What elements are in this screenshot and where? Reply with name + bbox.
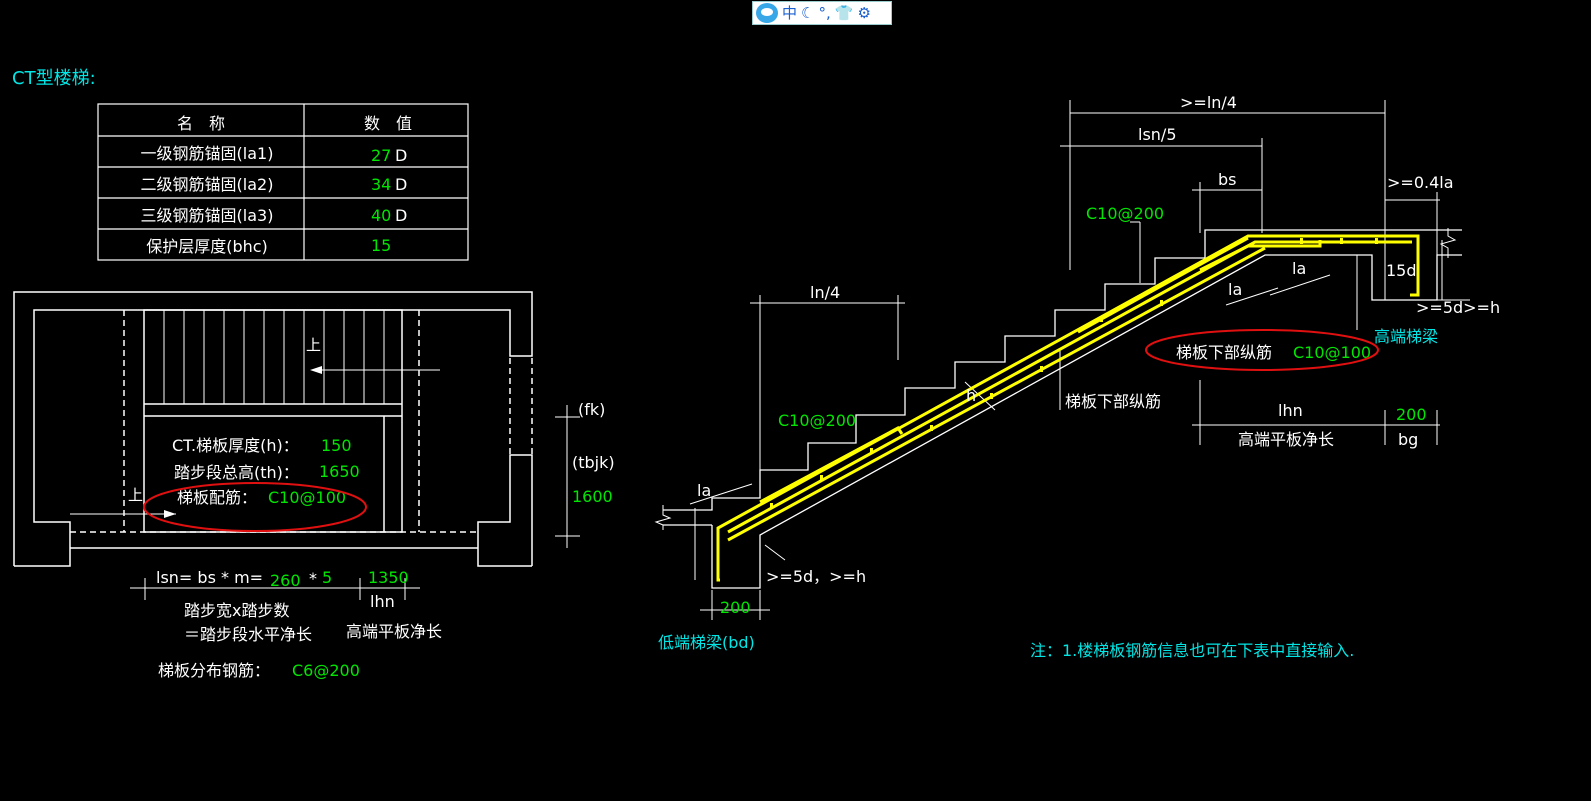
dist-value[interactable]: C6@200 xyxy=(292,661,360,680)
up-label: 上 xyxy=(306,336,321,354)
dim-5d-h-left: >=5d，>=h xyxy=(766,567,866,586)
rebar-left-value[interactable]: C10@200 xyxy=(778,411,856,430)
shirt-icon[interactable]: 👕 xyxy=(834,4,854,22)
up-label: 上 xyxy=(128,486,143,504)
times-sign: * xyxy=(309,569,317,588)
dim-la-left: la xyxy=(697,481,711,500)
m-value[interactable]: 5 xyxy=(322,568,332,587)
reinf-highlight xyxy=(143,482,367,532)
rebar xyxy=(716,234,1420,582)
dim-ln4-top: >=ln/4 xyxy=(1180,93,1237,112)
low-beam-label: 低端梯梁(bd) xyxy=(658,633,755,652)
table-row-value[interactable]: 15 xyxy=(371,236,391,255)
total-height-label: 踏步段总高(th)： xyxy=(174,463,299,482)
dist-label: 梯板分布钢筋： xyxy=(158,661,270,680)
bottom-rebar-highlight xyxy=(1145,329,1379,371)
footnote: 注：1.楼梯板钢筋信息也可在下表中直接输入. xyxy=(1030,641,1354,660)
dim-lhn: lhn xyxy=(1278,401,1303,420)
punctuation-icon[interactable]: °, xyxy=(818,4,831,22)
up-arrow-head xyxy=(164,510,176,518)
dim-04la: >=0.4la xyxy=(1387,173,1454,192)
table-row-unit: D xyxy=(395,175,407,194)
table-header-name: 名 称 xyxy=(177,114,225,133)
gear-icon[interactable]: ⚙ xyxy=(857,4,871,22)
table-row-name: 保护层厚度(bhc) xyxy=(146,237,268,256)
dim-5d-h: >=5d>=h xyxy=(1416,298,1500,317)
rebar-dots xyxy=(770,238,1378,509)
table-row-unit: D xyxy=(395,206,407,225)
note-high-plate: 高端平板净长 xyxy=(346,622,442,641)
dim-la: la xyxy=(1228,280,1242,299)
note-step-width: 踏步宽x踏步数 xyxy=(184,601,289,620)
param-table xyxy=(97,103,469,261)
dim-bs: bs xyxy=(1218,170,1237,189)
thickness-value[interactable]: 150 xyxy=(321,436,352,455)
ime-toolbar[interactable]: 中 ☾ °, 👕 ⚙ xyxy=(752,1,892,25)
dim-lsn5: lsn/5 xyxy=(1138,125,1177,144)
rebar-top-value[interactable]: C10@200 xyxy=(1086,204,1164,223)
dim-la: la xyxy=(1292,259,1306,278)
lhn-label: lhn xyxy=(370,592,395,611)
table-row-value[interactable]: 40 xyxy=(371,206,391,225)
reinf-value[interactable]: C10@100 xyxy=(268,488,346,507)
table-row-name: 一级钢筋锚固(la1) xyxy=(141,144,274,163)
dim-ln4: ln/4 xyxy=(810,283,840,302)
plan-view xyxy=(13,291,580,600)
dim-15d: 15d xyxy=(1386,261,1417,280)
bottom-rebar-label: 梯板下部纵筋 xyxy=(1176,343,1272,362)
total-height-value[interactable]: 1650 xyxy=(319,462,360,481)
table-row-value[interactable]: 34 xyxy=(371,175,391,194)
table-header-value: 数 值 xyxy=(364,114,412,133)
tbjk-label: (tbjk) xyxy=(572,453,615,472)
lsn-formula: lsn= bs * m= xyxy=(156,568,263,587)
table-row-name: 二级钢筋锚固(la2) xyxy=(141,175,274,194)
section-view xyxy=(654,100,1470,620)
bs-value[interactable]: 260 xyxy=(270,571,301,590)
high-beam-label: 高端梯梁 xyxy=(1374,327,1438,346)
note-step-length: ＝踏步段水平净长 xyxy=(184,625,312,644)
thickness-label: CT.梯板厚度(h)： xyxy=(172,436,299,455)
tbjk-value[interactable]: 1600 xyxy=(572,487,613,506)
lhn-value[interactable]: 1350 xyxy=(368,568,409,587)
dim-h: h xyxy=(966,386,976,405)
bg-label: bg xyxy=(1398,430,1418,449)
high-plate-label: 高端平板净长 xyxy=(1238,430,1334,449)
table-row-unit: D xyxy=(395,146,407,165)
table-row-name: 三级钢筋锚固(la3) xyxy=(141,206,274,225)
up-arrow-head xyxy=(310,366,322,374)
table-row-value[interactable]: 27 xyxy=(371,146,391,165)
ime-mode-label[interactable]: 中 xyxy=(782,4,798,22)
bottom-rebar-value[interactable]: C10@100 xyxy=(1293,343,1371,362)
moon-icon[interactable]: ☾ xyxy=(801,4,815,22)
bottom-rebar-label-2: 梯板下部纵筋 xyxy=(1065,392,1161,411)
bd-value[interactable]: 200 xyxy=(720,598,751,617)
mascot-icon[interactable] xyxy=(756,3,778,23)
reinf-label: 梯板配筋： xyxy=(177,488,257,507)
fk-label: (fk) xyxy=(578,400,605,419)
page-title: CT型楼梯: xyxy=(12,68,96,89)
bg-value[interactable]: 200 xyxy=(1396,405,1427,424)
